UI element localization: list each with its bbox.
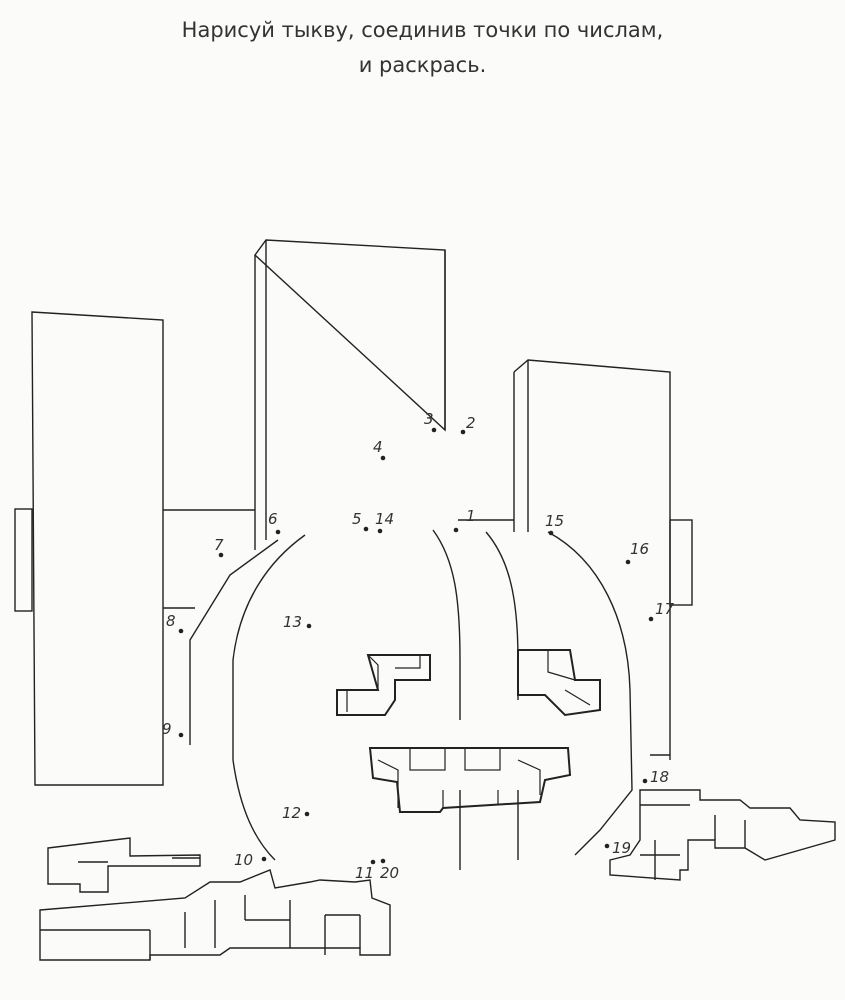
dot-7 (218, 552, 224, 558)
dot-label-4: 4 (373, 438, 383, 456)
dot-19 (604, 843, 610, 849)
dot-label-19: 19 (612, 839, 631, 857)
center-block (254, 239, 446, 550)
dot-label-2: 2 (466, 414, 476, 432)
dot-label-17: 17 (655, 600, 675, 618)
right-eye (517, 649, 601, 717)
dot-4 (380, 455, 386, 461)
dot-14 (377, 528, 383, 534)
instruction-line-1: Нарисуй тыкву, соединив точки по числам, (181, 18, 664, 42)
dot-label-14: 14 (375, 510, 394, 528)
dot-16 (625, 559, 631, 565)
right-block (458, 359, 693, 760)
dot-label-15: 15 (545, 512, 564, 530)
dot-13 (306, 623, 312, 629)
dot-label-20: 20 (380, 864, 399, 882)
dot-label-8: 8 (166, 612, 176, 630)
left-eye (336, 654, 431, 716)
dot-label-7: 7 (214, 536, 224, 554)
pumpkin-outline (189, 529, 633, 870)
dot-label-18: 18 (650, 768, 669, 786)
dot-2 (460, 429, 466, 435)
dot-label-13: 13 (283, 613, 302, 631)
dot-11 (370, 859, 376, 865)
bottom-right-blocks (609, 789, 836, 881)
dot-20 (380, 858, 386, 864)
instruction-line-2: и раскрась. (358, 53, 487, 77)
dot-15 (548, 530, 554, 536)
dot-18 (642, 778, 648, 784)
dot-label-9: 9 (162, 720, 172, 738)
bottom-left-blocks (39, 837, 391, 961)
dot-9 (178, 732, 184, 738)
dot-label-3: 3 (424, 410, 434, 428)
dot-17 (648, 616, 654, 622)
dot-label-12: 12 (282, 804, 301, 822)
dot-1 (453, 527, 459, 533)
dot-6 (275, 529, 281, 535)
dot-label-16: 16 (630, 540, 649, 558)
dot-label-5: 5 (352, 510, 362, 528)
dot-8 (178, 628, 184, 634)
dot-label-11: 11 (355, 864, 374, 882)
dot-3 (431, 427, 437, 433)
dot-label-10: 10 (234, 851, 253, 869)
mouth (368, 747, 572, 813)
dot-5 (363, 526, 369, 532)
left-block (14, 311, 255, 786)
dot-10 (261, 856, 267, 862)
dot-12 (304, 811, 310, 817)
dot-label-6: 6 (268, 510, 278, 528)
dot-label-1: 1 (466, 507, 476, 525)
